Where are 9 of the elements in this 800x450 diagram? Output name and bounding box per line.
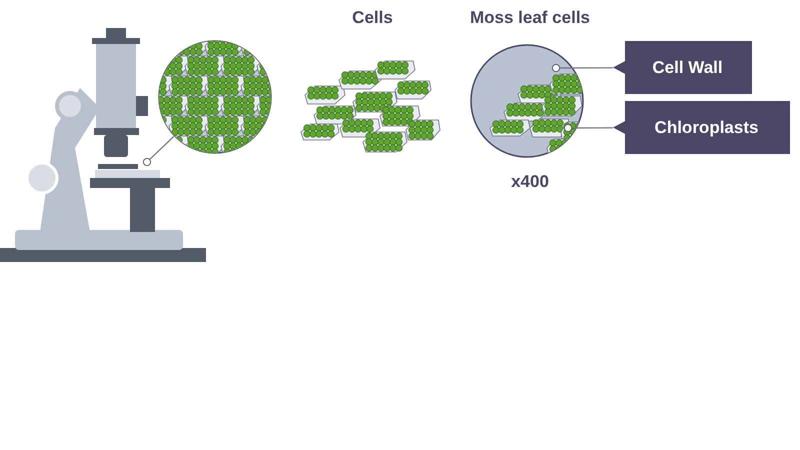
leader-line xyxy=(552,64,613,72)
callout-label: Chloroplasts xyxy=(613,101,790,154)
heading: Cells xyxy=(352,8,393,28)
callout-label: Cell Wall xyxy=(613,41,752,94)
magnified-cells-circle xyxy=(158,40,272,154)
heading: Moss leaf cells xyxy=(470,8,590,28)
magnification-label: x400 xyxy=(511,172,549,192)
leader-line xyxy=(142,136,174,166)
leader-line xyxy=(564,124,613,132)
